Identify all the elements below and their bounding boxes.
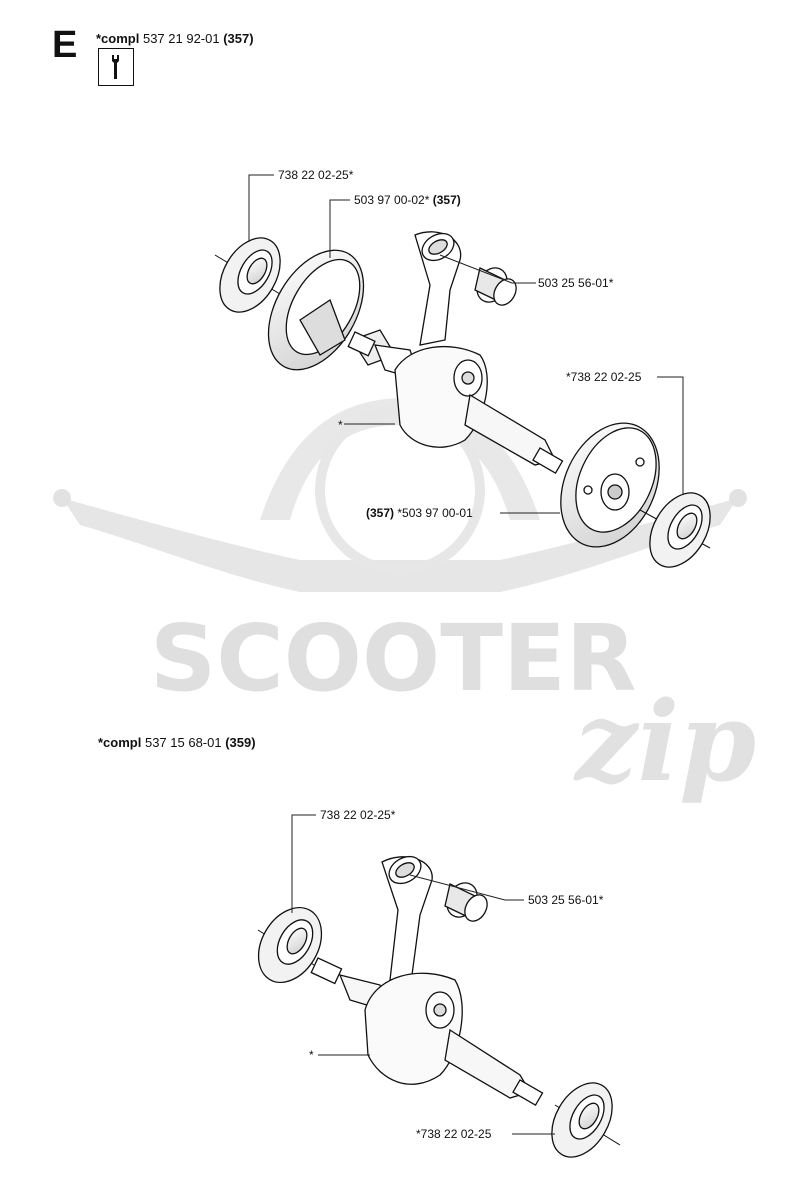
bearing-left-1 xyxy=(219,237,281,313)
compl-number-2: 537 15 68-01 xyxy=(144,735,222,750)
label-clutch-half-1: (357) *503 97 00-01 xyxy=(366,506,473,520)
tool-box xyxy=(98,48,134,86)
compl-prefix: *compl xyxy=(96,31,140,46)
bearing-right-1 xyxy=(649,492,711,568)
compl-number: 537 21 92-01 xyxy=(142,31,220,46)
section-letter: E xyxy=(52,24,78,66)
compl-model: (357) xyxy=(223,31,254,46)
watermark-brand: SCOOTER xyxy=(150,605,637,712)
clutch-half-number: *503 97 00-01 xyxy=(397,506,473,520)
watermark-script: zip xyxy=(573,677,756,806)
crankshaft-1 xyxy=(347,231,564,475)
needle-bearing-2 xyxy=(444,882,488,922)
bearing-right-2 xyxy=(551,1082,613,1158)
compl-model-2: (359) xyxy=(225,735,256,750)
leaders-1 xyxy=(248,174,684,514)
clutch-half-model: (357) xyxy=(366,506,395,520)
assembly-2-drawing xyxy=(257,855,621,1158)
label-needle-bearing-1: 503 25 56-01* xyxy=(538,276,614,290)
label-bearing-left-1: 738 22 02-25* xyxy=(278,168,354,182)
wrench-icon xyxy=(112,55,119,79)
label-bearing-right-1: *738 22 02-25 xyxy=(566,370,642,384)
flywheel-half-1 xyxy=(267,249,365,371)
crankshaft-2 xyxy=(310,855,544,1107)
label-needle-bearing-2: 503 25 56-01* xyxy=(528,893,604,907)
leaders-2 xyxy=(291,814,555,1135)
label-flywheel-half-1: 503 97 00-02* (357) xyxy=(354,193,461,207)
label-bearing-right-2: *738 22 02-25 xyxy=(416,1127,492,1141)
bearing-left-2 xyxy=(257,906,323,984)
flywheel-half-model: (357) xyxy=(432,193,461,207)
label-crankshaft-1: * xyxy=(338,418,343,432)
label-bearing-left-2: 738 22 02-25* xyxy=(320,808,396,822)
compl-prefix-2: *compl xyxy=(98,735,142,750)
assembly-1-title: *compl 537 21 92-01 (357) xyxy=(96,31,254,46)
clutch-half-1 xyxy=(560,422,660,548)
label-crankshaft-2: * xyxy=(309,1048,314,1062)
assembly-2-title: *compl 537 15 68-01 (359) xyxy=(98,735,256,750)
needle-bearing-1 xyxy=(474,267,517,306)
flywheel-half-number: 503 97 00-02* xyxy=(354,193,430,207)
assembly-1-drawing xyxy=(214,231,711,568)
